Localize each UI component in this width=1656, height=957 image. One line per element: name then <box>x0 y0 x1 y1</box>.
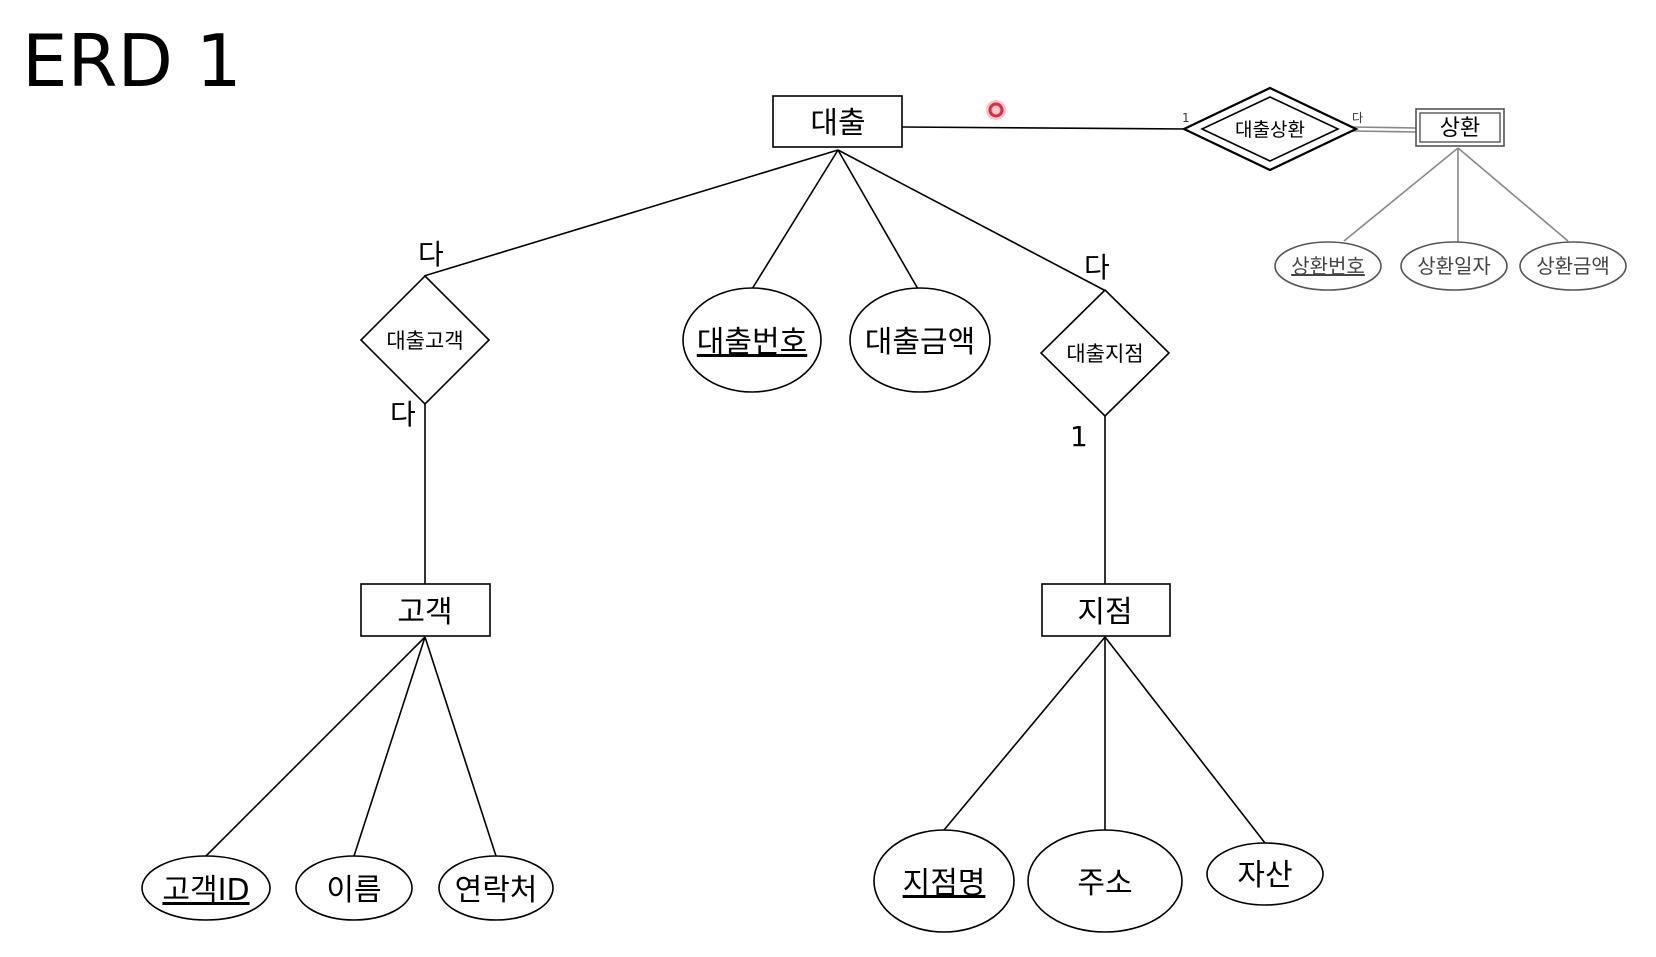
relationship-loan-customer-label: 대출고객 <box>386 329 463 353</box>
weak-entity-repayment[interactable]: 상환 <box>1415 108 1505 147</box>
attribute-customer-name-label: 이름 <box>326 873 381 908</box>
entity-branch-label: 지점 <box>1077 595 1132 630</box>
attribute-repayment-number-label: 상환번호 <box>1291 254 1365 278</box>
cardinality-loan-branch-top: 다 <box>1084 251 1110 284</box>
link-loan-loanbranch <box>837 149 1105 291</box>
attribute-repayment-number[interactable]: 상환번호 <box>1274 241 1382 291</box>
link-loanrepayment-repayment-a <box>1351 126 1417 129</box>
link-repayment-amount <box>1457 147 1569 242</box>
relationship-loan-customer[interactable]: 대출고객 <box>359 274 491 406</box>
cardinality-loan-customer-bottom: 다 <box>390 398 416 431</box>
attribute-branch-address[interactable]: 주소 <box>1027 829 1183 933</box>
link-customer-name <box>353 636 426 857</box>
attribute-branch-assets-label: 자산 <box>1237 858 1292 893</box>
attribute-branch-name[interactable]: 지점명 <box>873 829 1015 933</box>
diagram-title: ERD 1 <box>22 19 242 103</box>
link-repayment-number <box>1343 147 1459 242</box>
link-branch-assets <box>1104 636 1266 844</box>
attribute-repayment-amount[interactable]: 상환금액 <box>1519 241 1627 291</box>
attribute-branch-name-label: 지점명 <box>903 866 986 901</box>
cardinality-loan-customer-top: 다 <box>418 238 444 271</box>
attribute-customer-name[interactable]: 이름 <box>295 855 413 921</box>
link-loanrepayment-repayment-b <box>1351 130 1417 133</box>
entity-customer-label: 고객 <box>397 595 452 630</box>
attribute-repayment-amount-label: 상환금액 <box>1536 254 1610 278</box>
link-customer-contact <box>424 636 497 857</box>
cardinality-loan-repayment-left: 1 <box>1182 111 1190 125</box>
entity-branch[interactable]: 지점 <box>1041 583 1171 637</box>
identifying-relationship-loan-repayment-label: 대출상환 <box>1235 119 1305 141</box>
attribute-repayment-date-label: 상환일자 <box>1417 254 1491 278</box>
attribute-loan-amount-label: 대출금액 <box>865 325 975 360</box>
attribute-loan-number-label: 대출번호 <box>697 325 807 360</box>
attribute-customer-id-label: 고객ID <box>162 873 249 908</box>
link-loan-loanrepayment <box>901 126 1189 130</box>
cardinality-loan-repayment-right: 다 <box>1352 111 1363 125</box>
link-branch-name <box>943 636 1106 831</box>
link-loan-loannumber <box>751 149 839 290</box>
entity-loan[interactable]: 대출 <box>772 95 903 148</box>
link-loan-loancustomer <box>423 149 839 277</box>
relationship-loan-branch-label: 대출지점 <box>1066 342 1143 366</box>
weak-entity-repayment-label: 상환 <box>1440 116 1480 141</box>
entity-customer[interactable]: 고객 <box>360 583 491 637</box>
entity-loan-label: 대출 <box>810 106 865 141</box>
link-loan-loanamount <box>837 149 919 290</box>
attribute-customer-id[interactable]: 고객ID <box>141 855 271 921</box>
attribute-loan-amount[interactable]: 대출금액 <box>849 287 991 393</box>
cursor-indicator <box>986 100 1006 120</box>
identifying-relationship-loan-repayment[interactable]: 대출상환 <box>1181 86 1359 172</box>
attribute-repayment-date[interactable]: 상환일자 <box>1400 241 1508 291</box>
attribute-branch-address-label: 주소 <box>1077 866 1132 901</box>
attribute-customer-contact[interactable]: 연락처 <box>438 855 554 921</box>
relationship-loan-branch[interactable]: 대출지점 <box>1039 288 1171 418</box>
attribute-customer-contact-label: 연락처 <box>455 873 538 908</box>
link-customer-id <box>205 636 426 857</box>
attribute-loan-number[interactable]: 대출번호 <box>682 287 822 393</box>
cardinality-loan-branch-bottom: 1 <box>1070 420 1088 453</box>
attribute-branch-assets[interactable]: 자산 <box>1206 842 1324 906</box>
